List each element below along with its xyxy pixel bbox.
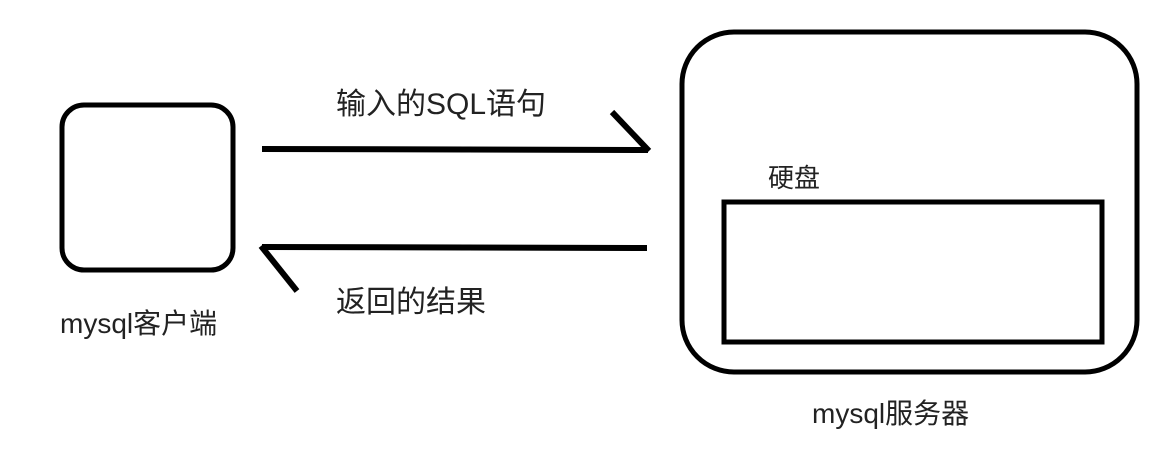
disk-box [721,199,1105,345]
server-box [679,29,1140,375]
client-caption-label: mysql客户端 [60,308,218,339]
client-box [59,102,236,273]
request-arrow-shaft [261,146,649,153]
request-arrow-label: 输入的SQL语句 [336,88,547,121]
response-arrow [258,244,648,293]
response-arrow-label: 返回的结果 [336,286,486,319]
disk-label: 硬盘 [768,163,821,193]
request-arrow-head [609,109,652,154]
response-arrow-shaft [261,244,648,251]
request-arrow [261,109,652,154]
server-caption-label: mysql服务器 [812,398,970,429]
response-arrow-head [258,244,300,293]
